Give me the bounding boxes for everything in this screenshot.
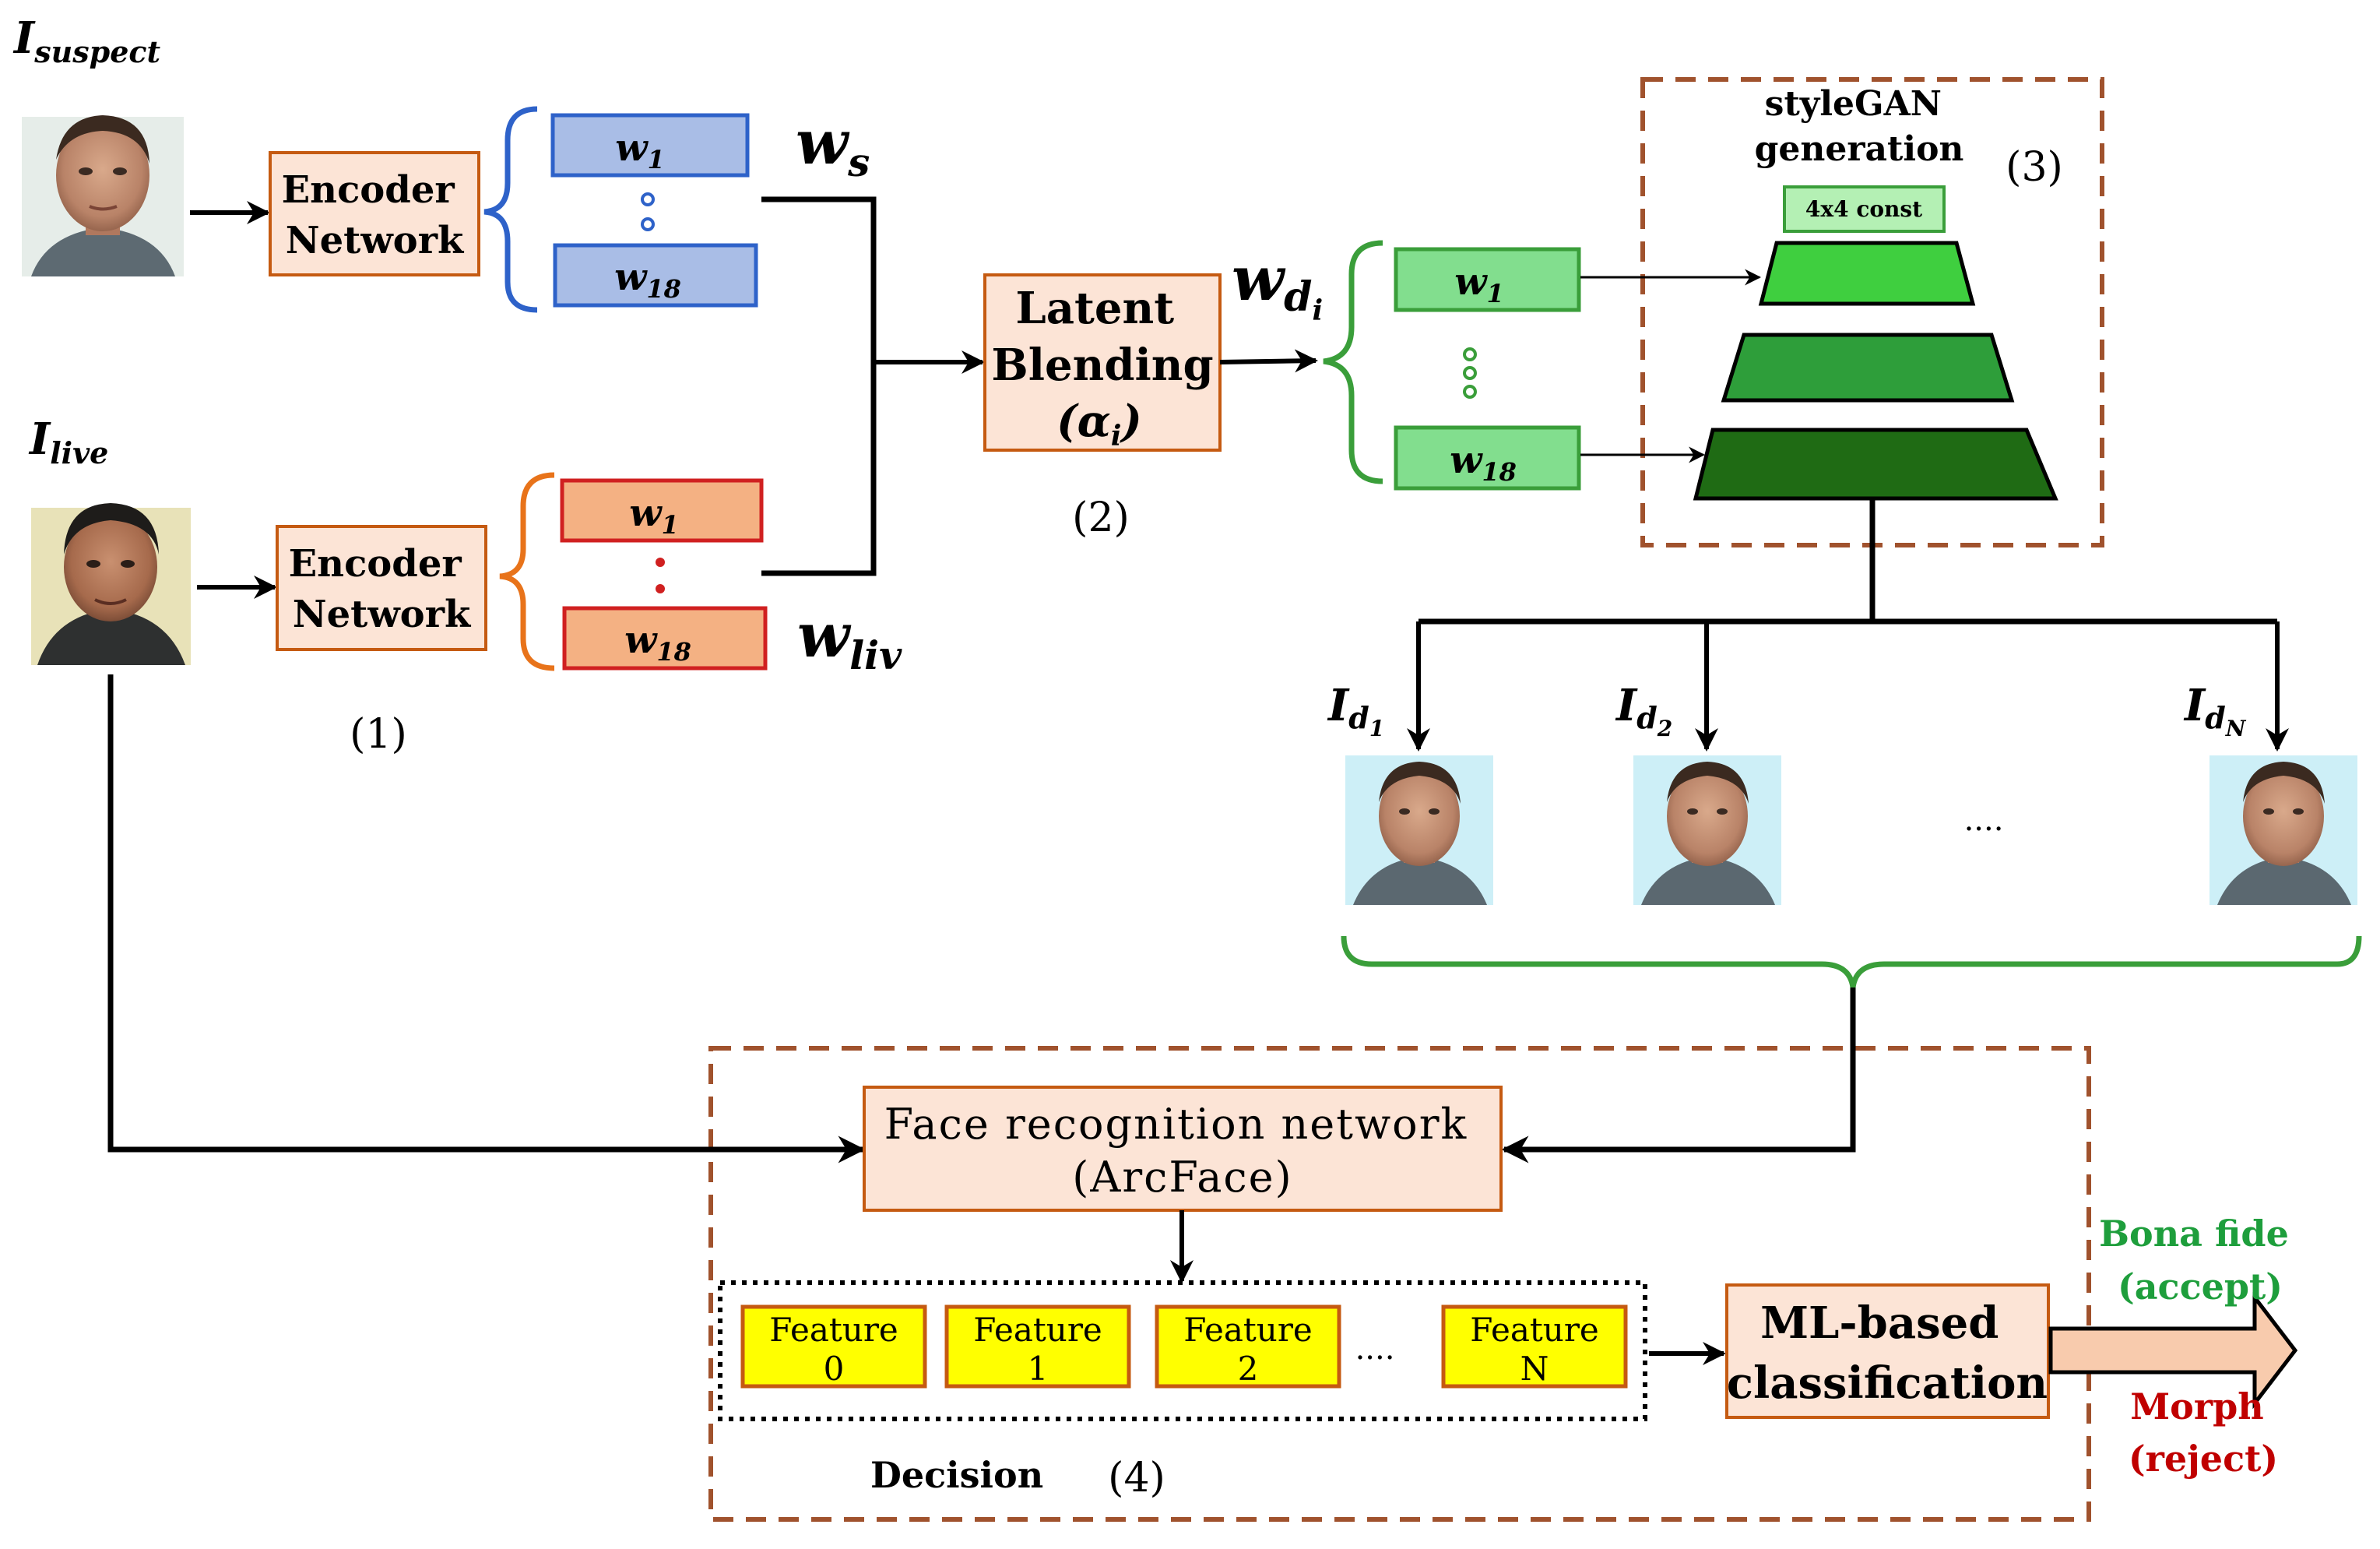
latent-blending-box [983, 273, 1222, 452]
gan-layer-1 [1758, 241, 1976, 306]
encoder-network-bottom-label: Encoder Network [289, 542, 475, 636]
blue-brace [483, 106, 538, 313]
idN-label: IdN [2183, 680, 2247, 741]
face-recognition-label: Face recognition network (ArcFace) [884, 1100, 1482, 1202]
ml-classification-label: ML-based classification [1727, 1297, 2048, 1409]
connector-ws-to-blend [761, 196, 877, 576]
suspect-face-photo [22, 115, 184, 276]
red-latent-w1 [560, 478, 764, 543]
id2-label: Id2 [1615, 680, 1672, 741]
arrow-blend-to-wd [1219, 349, 1318, 373]
blue-latent-w18 [553, 243, 758, 308]
stylegan-label: styleGAN generation [1755, 84, 1964, 169]
i-suspect-label: Isuspect [12, 12, 161, 69]
feature-box-bg [1441, 1304, 1628, 1389]
i-live-label: Ilive [28, 414, 108, 470]
step-3-label: (3) [2006, 144, 2063, 191]
const-label: 4x4 const [1805, 196, 1922, 222]
red-dot-1 [656, 558, 665, 567]
step-1-label: (1) [350, 711, 407, 758]
ws-label: ws [796, 107, 870, 185]
red-latent-w1-label: w1 [629, 491, 679, 540]
connector-faces-to-recognition [1501, 987, 1856, 1164]
blue-latent-w1 [550, 113, 750, 178]
blue-latent-w1-label: w1 [615, 126, 665, 174]
red-dot-2 [656, 584, 665, 593]
green-latent-w1 [1394, 247, 1581, 312]
features-ellipsis: .... [1355, 1331, 1395, 1367]
blue-dot-2 [641, 217, 655, 231]
feature-box-bg [740, 1304, 927, 1389]
const-box [1783, 185, 1946, 233]
decision-region [708, 1046, 2091, 1522]
step-2-label: (2) [1072, 495, 1130, 541]
blue-latent-w18-label: w18 [614, 255, 681, 304]
features-group [718, 1280, 1647, 1421]
morph-label: Morph (reject) [2129, 1385, 2278, 1480]
encoder-network-bottom [276, 525, 487, 651]
green-latent-w18 [1394, 425, 1581, 491]
green-latent-w1-label: w1 [1454, 260, 1504, 308]
red-latent-w18 [562, 606, 768, 671]
step-4-label: (4) [1108, 1455, 1165, 1501]
output-arrow [2048, 1291, 2298, 1410]
green-dot-1 [1463, 347, 1477, 361]
feature-box-bg [944, 1304, 1131, 1389]
green-dot-3 [1463, 385, 1477, 399]
gan-layer-2 [1721, 333, 2015, 403]
live-face-photo [31, 503, 191, 665]
faces-ellipsis: .... [1964, 802, 2004, 838]
green-brace [1323, 240, 1383, 484]
gan-layer-3 [1693, 428, 2058, 501]
face-recognition-box [863, 1086, 1503, 1212]
red-latent-w18-label: w18 [624, 618, 691, 667]
generated-face-2 [1633, 755, 1781, 905]
latent-blending-label: Latent Blending [991, 283, 1213, 391]
wliv-label: wliv [797, 600, 902, 678]
red-brace [499, 472, 555, 671]
connector-live-to-recognition [107, 674, 866, 1164]
wdi-label: wdi [1232, 244, 1323, 327]
green-latent-w18-label: w18 [1450, 438, 1517, 487]
faces-brace [1341, 935, 2362, 988]
alpha-label: (αi) [1056, 396, 1142, 452]
green-dot-2 [1463, 366, 1477, 380]
blue-dot-1 [641, 192, 655, 206]
encoder-network-top-label: Encoder Network [282, 168, 468, 262]
generated-face-1 [1345, 755, 1493, 905]
ml-classification-box [1725, 1283, 2050, 1419]
feature-box-bg [1155, 1304, 1341, 1389]
decision-label: Decision [870, 1454, 1043, 1496]
generated-face-n [2209, 755, 2357, 905]
encoder-network-top [269, 151, 480, 276]
bona-fide-label: Bona fide (accept) [2099, 1213, 2301, 1308]
id1-label: Id1 [1327, 680, 1384, 741]
